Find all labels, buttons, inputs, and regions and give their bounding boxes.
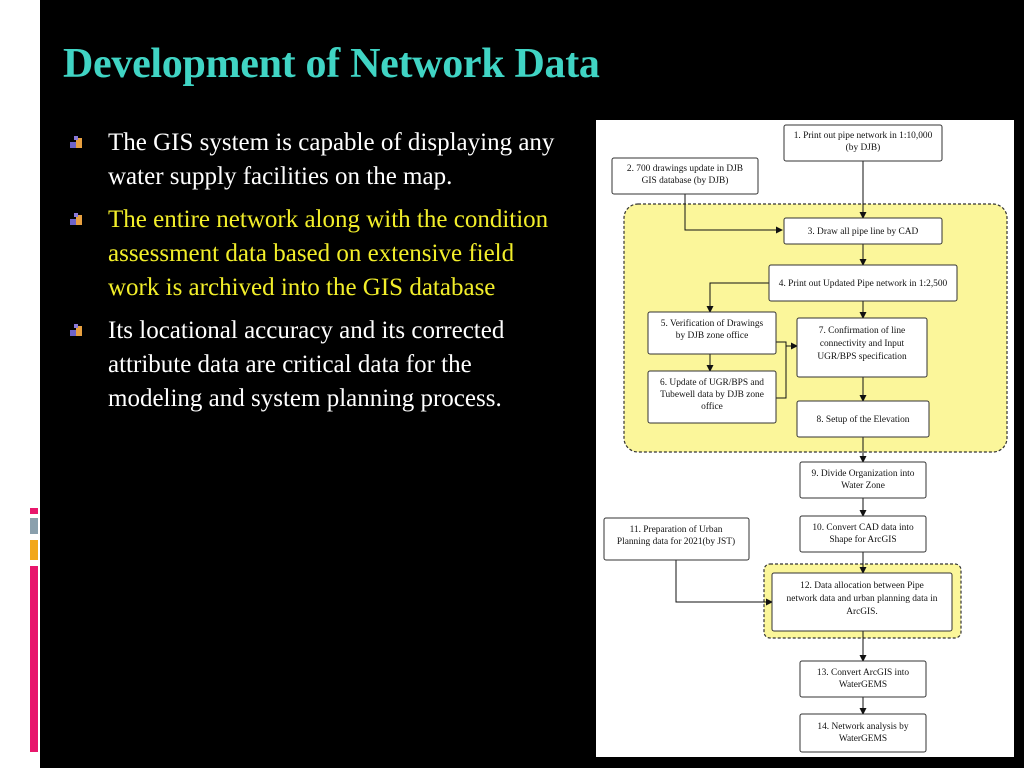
flow-step-8-text: 8. Setup of the Elevation	[817, 414, 910, 425]
flow-step-9	[799, 461, 927, 499]
accent-block-pink-top	[30, 508, 38, 514]
accent-block-blue	[30, 518, 38, 534]
bullet-icon	[70, 136, 82, 148]
bullet-item: The GIS system is capable of displaying …	[70, 126, 570, 194]
flow-step-1-text: 1. Print out pipe network in 1:10,000(by…	[794, 131, 933, 153]
bullet-item: Its locational accuracy and its correcte…	[70, 314, 570, 416]
flow-step-1	[783, 124, 943, 162]
flow-step-10	[799, 515, 927, 553]
bullet-icon	[70, 324, 82, 336]
flow-step-5	[647, 311, 777, 355]
flow-step-12	[771, 572, 953, 632]
flowchart-image: 1. Print out pipe network in 1:10,000(by…	[596, 120, 1014, 757]
flow-step-3-text: 3. Draw all pipe line by CAD	[808, 227, 919, 237]
flow-step-4	[768, 264, 958, 302]
flow-step-8	[796, 400, 930, 438]
bullet-text: The GIS system is capable of displaying …	[108, 129, 555, 190]
flow-step-7	[796, 317, 928, 378]
flow-step-2	[611, 157, 759, 195]
bullet-list: The GIS system is capable of displaying …	[70, 126, 570, 425]
flow-step-4-text: 4. Print out Updated Pipe network in 1:2…	[779, 279, 948, 289]
bullet-text: Its locational accuracy and its correcte…	[108, 317, 505, 412]
flow-step-11	[603, 517, 750, 561]
flow-step-3	[783, 217, 943, 245]
bullet-item-highlighted: The entire network along with the condit…	[70, 203, 570, 305]
accent-block-pink	[30, 566, 38, 752]
accent-block-orange	[30, 540, 38, 560]
flow-step-6	[647, 370, 777, 424]
flow-step-14	[799, 713, 927, 753]
flowchart: 1. Print out pipe network in 1:10,000(by…	[603, 124, 1008, 753]
slide-title: Development of Network Data	[63, 41, 600, 87]
flow-step-13	[799, 660, 927, 698]
left-decoration-bar	[0, 0, 40, 768]
bullet-text: The entire network along with the condit…	[108, 206, 549, 301]
bullet-icon	[70, 213, 82, 225]
